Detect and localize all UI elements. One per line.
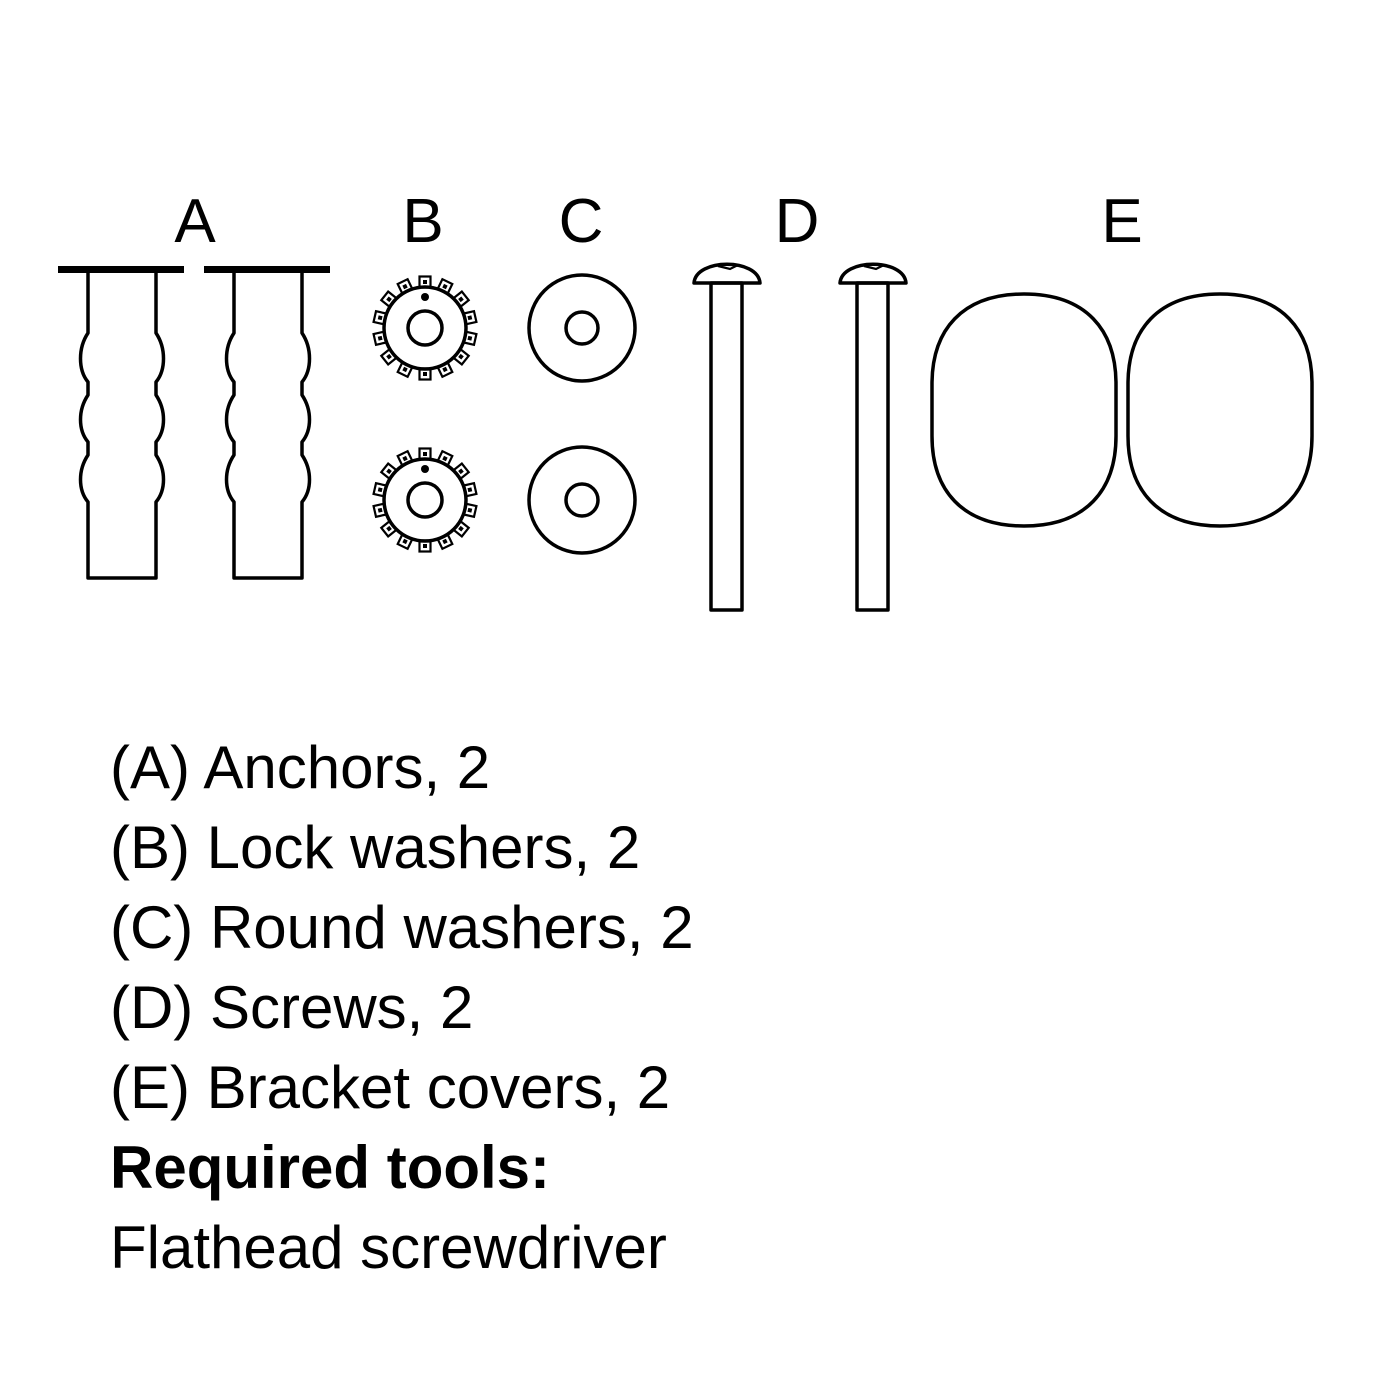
parts-list-item: (A) Anchors, 2 [110,734,491,801]
lock-washer-drawing-2 [372,447,478,553]
screw-drawing-2 [838,262,908,612]
lock-washer-drawing-1 [372,275,478,381]
part-label-c: C [559,187,604,256]
bracket-cover-drawing-1 [930,292,1118,528]
parts-list-item: (B) Lock washers, 2 [110,814,641,881]
round-washer-drawing-2 [527,445,637,555]
part-label-a: A [174,187,216,256]
required-tools-value: Flathead screwdriver [110,1214,667,1281]
anchor-drawing-2 [204,266,330,580]
parts-list-item: (D) Screws, 2 [110,974,474,1041]
parts-list: (A) Anchors, 2 (B) Lock washers, 2 (C) R… [110,728,694,1128]
required-tools-heading: Required tools: [110,1134,551,1201]
part-label-b: B [402,187,443,256]
anchor-drawing-1 [58,266,184,580]
bracket-cover-drawing-2 [1126,292,1314,528]
part-label-d: D [775,187,820,256]
parts-list-item: (C) Round washers, 2 [110,894,694,961]
screw-drawing-1 [692,262,762,612]
parts-list-item: (E) Bracket covers, 2 [110,1054,671,1121]
round-washer-drawing-1 [527,273,637,383]
parts-diagram: A B C D E [58,187,1314,612]
part-label-e: E [1101,187,1142,256]
